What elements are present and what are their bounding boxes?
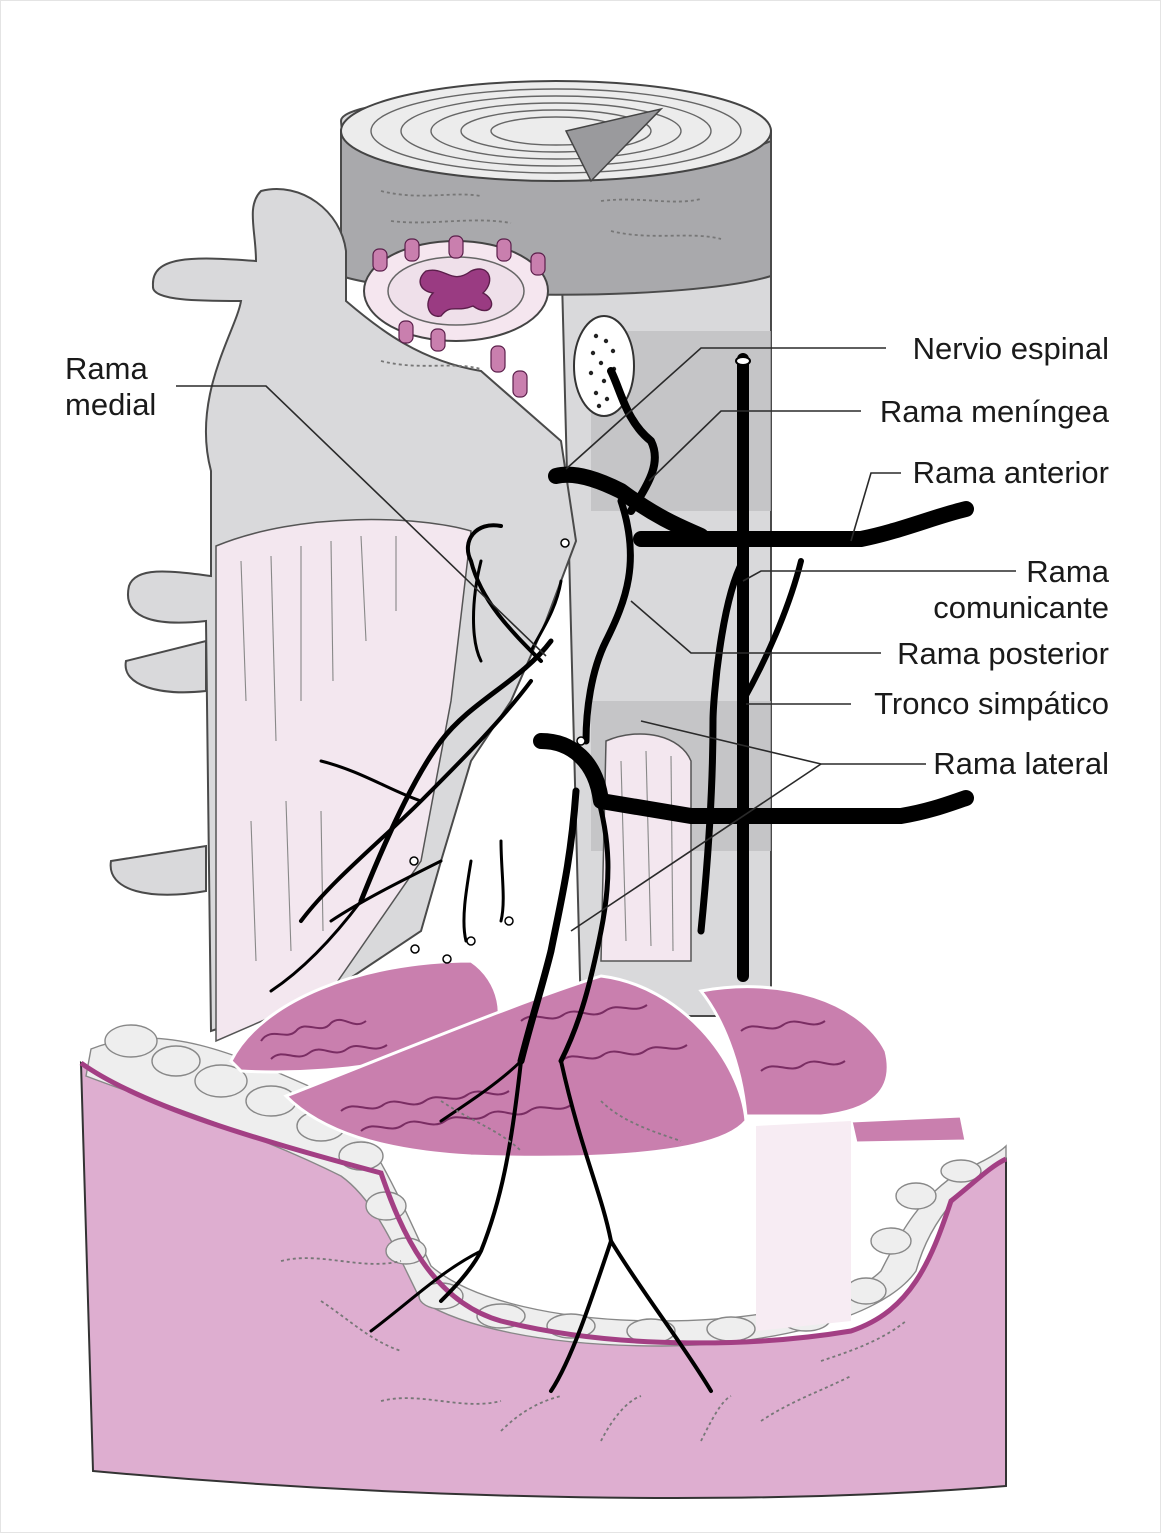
label-rama-comunicante-line1: Rama: [1026, 554, 1109, 589]
label-tronco-simpatico: Tronco simpático: [874, 686, 1109, 721]
label-rama-meningea: Rama meníngea: [880, 394, 1110, 429]
back-muscles: [231, 961, 966, 1157]
label-rama-medial-line1: Rama: [65, 351, 148, 386]
label-rama-medial-line2: medial: [65, 387, 156, 422]
label-rama-lateral: Rama lateral: [933, 746, 1109, 781]
spinous-process-low: [111, 846, 206, 895]
label-rama-comunicante-line2: comunicante: [933, 590, 1109, 625]
label-rama-posterior: Rama posterior: [897, 636, 1109, 671]
leader-rama-comunicante: [743, 571, 1016, 581]
muscle-right-small: [851, 1116, 966, 1143]
cut-channel: [756, 1121, 851, 1331]
label-rama-anterior: Rama anterior: [913, 455, 1109, 490]
spinous-process-mid: [126, 641, 206, 692]
label-nervio-espinal: Nervio espinal: [913, 331, 1109, 366]
